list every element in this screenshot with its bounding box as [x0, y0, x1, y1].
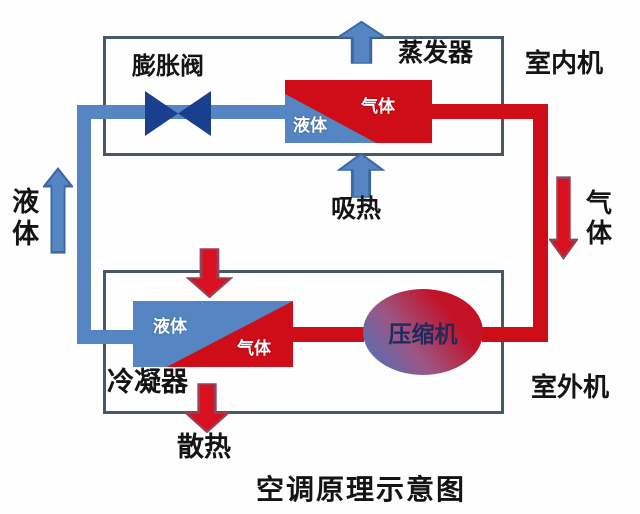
gas-side-label: 气体 — [586, 189, 613, 249]
condenser-label: 冷凝器 — [107, 367, 188, 397]
evaporator-gas-label: 气体 — [361, 97, 395, 116]
evaporator-liquid-label: 液体 — [293, 116, 327, 135]
compressor-ellipse: 压缩机 — [363, 289, 483, 375]
gas-pipe-condenser-to-compressor — [292, 327, 364, 342]
condenser-block — [133, 301, 293, 367]
outdoor-unit-label: 室外机 — [531, 373, 610, 402]
indoor-unit-box — [103, 36, 504, 156]
gas-pipe-evaporator-out — [432, 104, 548, 119]
liquid-side-label: 液体 — [12, 187, 40, 249]
absorb-heat-label: 吸热 — [331, 196, 382, 223]
liquid-flow-arrow-icon — [43, 167, 73, 254]
release-heat-label: 散热 — [177, 432, 231, 462]
release-heat-arrow-icon — [184, 383, 230, 433]
expansion-valve-icon — [145, 91, 211, 136]
gas-flow-arrow-icon — [549, 176, 578, 260]
condenser-gas-label: 气体 — [237, 339, 271, 358]
evaporator-block — [285, 80, 432, 143]
diagram-title: 空调原理示意图 — [256, 475, 467, 506]
condenser-liquid-label: 液体 — [153, 317, 187, 336]
condenser-inflow-arrow-icon — [186, 248, 233, 298]
compressor-label: 压缩机 — [388, 322, 458, 347]
expansion-valve-label: 膨胀阀 — [132, 54, 204, 80]
liquid-pipe-left-vertical — [77, 105, 91, 344]
gas-pipe-right-vertical — [533, 104, 548, 342]
evaporator-outflow-arrow-icon — [336, 21, 387, 64]
absorb-heat-arrow-icon — [337, 153, 385, 198]
indoor-unit-label: 室内机 — [525, 49, 604, 78]
liquid-pipe-bottom-horizontal — [77, 330, 136, 344]
gas-pipe-compressor-out — [482, 327, 548, 342]
evaporator-label: 蒸发器 — [398, 40, 474, 67]
